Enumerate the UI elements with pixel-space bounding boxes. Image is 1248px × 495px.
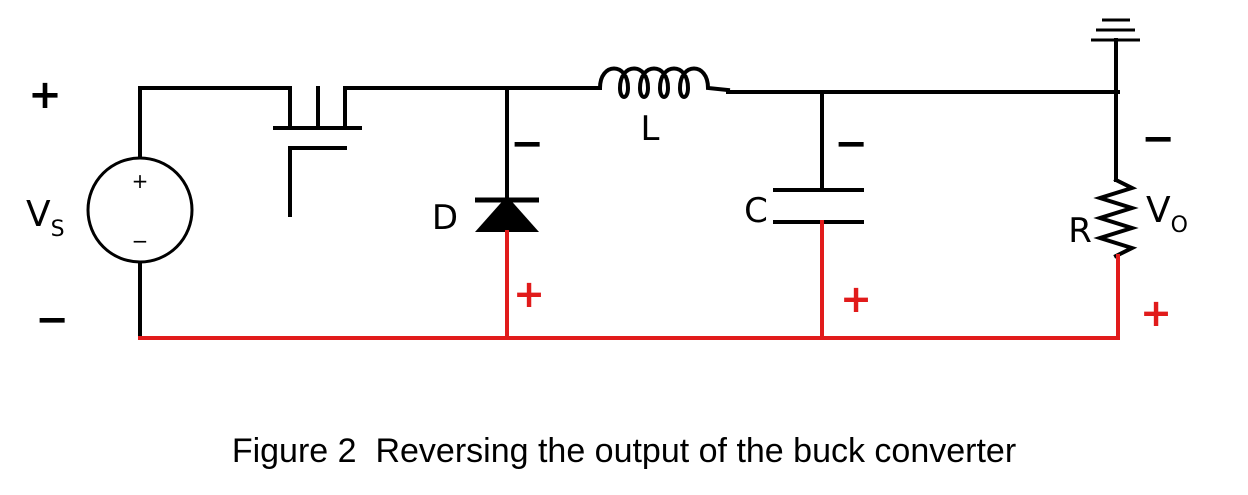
ground-icon (1091, 18, 1140, 42)
vs-plus-outer: + (28, 72, 62, 118)
vs-main: V (26, 194, 51, 235)
inductor-coil (588, 66, 731, 99)
mosfet-switch (273, 86, 592, 217)
vs-sub: S (51, 217, 65, 242)
figure-caption: Figure 2 Reversing the output of the buc… (232, 432, 1016, 470)
voltage-source-circle (86, 156, 194, 264)
resistor-zigzag (1093, 177, 1139, 259)
capacitor-label: C (744, 191, 768, 231)
diode-minus: − (510, 121, 544, 167)
resistor-plus: + (1140, 291, 1172, 335)
capacitor-plus: + (840, 277, 872, 321)
diode-plus: + (513, 272, 545, 316)
inductor-label: L (641, 109, 660, 149)
vo-main: V (1146, 190, 1171, 231)
diode-label: D (432, 198, 458, 238)
vo-label: VO (1146, 190, 1188, 238)
resistor-minus: − (1141, 116, 1175, 162)
vs-inner-minus: − (132, 229, 149, 253)
diode-triangle (475, 196, 539, 232)
vs-inner-plus: + (132, 169, 149, 193)
vs-label: VS (26, 194, 65, 242)
vs-minus-outer: − (35, 297, 69, 343)
vo-sub: O (1171, 213, 1188, 238)
capacitor-minus: − (834, 121, 868, 167)
resistor-label: R (1068, 211, 1092, 251)
